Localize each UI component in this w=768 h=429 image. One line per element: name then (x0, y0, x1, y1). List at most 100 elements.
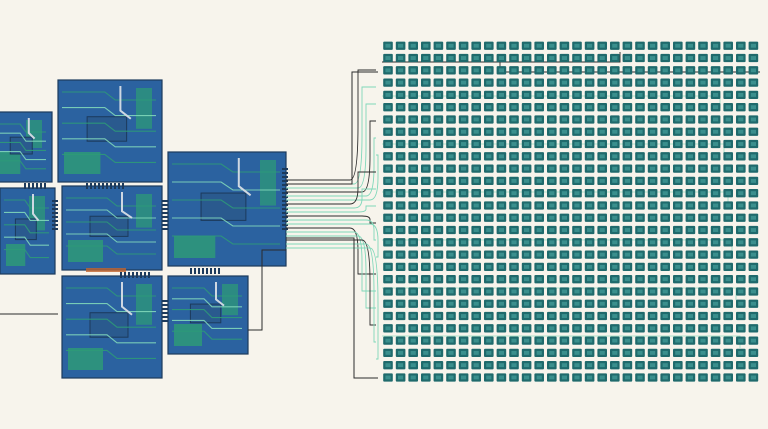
grid-chip (559, 275, 570, 284)
chip-pad (675, 375, 681, 380)
grid-chip (559, 53, 570, 63)
grid-chip (647, 78, 658, 87)
connector-pin (52, 204, 58, 206)
grid-chip (660, 41, 670, 50)
circuit-trace (172, 298, 242, 308)
grid-chip (433, 103, 444, 112)
grid-chip (685, 201, 696, 210)
chip-pad (398, 314, 404, 318)
grid-chip (521, 238, 532, 247)
grid-chip (484, 238, 494, 247)
chip-pad (511, 289, 517, 294)
grid-chip (572, 164, 582, 173)
grid-chip (736, 41, 746, 50)
chip-pad (410, 326, 416, 331)
grid-chip (610, 324, 620, 333)
grid-chip (584, 324, 595, 333)
grid-chip (736, 127, 746, 136)
grid-chip (736, 250, 746, 259)
chip-pad (574, 301, 580, 306)
grid-chip (521, 53, 532, 63)
grid-chip (622, 152, 633, 161)
chip-pad (713, 203, 719, 208)
trace-patch (174, 324, 202, 346)
grid-chip (408, 41, 418, 50)
chip-pad (511, 43, 517, 48)
chip-pad (486, 375, 492, 380)
chip-pad (498, 301, 504, 306)
grid-chip (748, 115, 759, 124)
chip-pad (461, 326, 467, 331)
grid-chip (421, 361, 431, 370)
chip-pad (574, 264, 580, 269)
grid-chip (395, 176, 406, 186)
grid-chip (685, 115, 696, 124)
chip-pad (498, 166, 504, 171)
grid-chip (509, 127, 519, 136)
circuit-board (167, 275, 249, 355)
grid-chip (736, 373, 746, 382)
chip-pad (624, 191, 630, 196)
grid-chip (660, 53, 670, 63)
chip-pad (448, 240, 454, 245)
chip-pad (473, 314, 479, 318)
chip-pad (713, 326, 719, 331)
chip-pad (435, 117, 441, 122)
grid-chip (509, 324, 519, 333)
grid-chip (572, 262, 582, 272)
chip-pad (612, 301, 618, 306)
grid-chip (597, 213, 607, 222)
grid-chip (484, 275, 494, 284)
grid-chip (660, 139, 670, 149)
grid-chip (446, 53, 456, 63)
chip-pad (511, 105, 517, 110)
chip-pad (687, 80, 693, 85)
connector-pin (190, 268, 192, 274)
circuit-trace (172, 330, 242, 340)
grid-chip (685, 41, 696, 50)
chip-pad (423, 166, 429, 171)
grid-chip (685, 78, 696, 87)
chip-pad (675, 203, 681, 208)
grid-chip (635, 348, 645, 358)
circuit-trace (172, 217, 280, 227)
grid-chip (584, 238, 595, 247)
grid-chip (458, 103, 469, 112)
chip-pad (385, 264, 391, 269)
grid-chip (408, 152, 418, 161)
chip-pad (650, 117, 656, 122)
chip-pad (624, 350, 630, 355)
chip-pad (461, 117, 467, 122)
grid-chip (710, 53, 721, 63)
chip-pad (700, 277, 706, 282)
grid-chip (408, 238, 418, 247)
chip-pad (486, 92, 492, 97)
grid-chip (471, 275, 481, 284)
chip-pad (738, 178, 744, 183)
grid-chip (673, 238, 683, 247)
chip-pad (536, 68, 542, 73)
chip-pad (662, 129, 668, 134)
grid-chip (534, 361, 544, 370)
grid-chip (647, 287, 658, 296)
grid-chip (597, 262, 607, 272)
grid-chip (421, 152, 431, 161)
chip-pad (448, 301, 454, 306)
grid-chip (736, 287, 746, 296)
grid-chip (647, 164, 658, 173)
accent-trace (121, 192, 133, 219)
grid-chip (471, 189, 481, 198)
grid-chip (710, 115, 721, 124)
grid-chip (710, 213, 721, 222)
chip-pad (624, 92, 630, 97)
connector-pin (282, 184, 288, 186)
chip-pad (448, 80, 454, 85)
grid-chip (736, 176, 746, 186)
chip-pad (750, 80, 756, 85)
chip-pad (713, 191, 719, 196)
circuit-trace (66, 349, 156, 359)
chip-pad (725, 105, 731, 110)
chip-pad (561, 178, 567, 183)
grid-chip (698, 103, 708, 112)
grid-chip (446, 189, 456, 198)
